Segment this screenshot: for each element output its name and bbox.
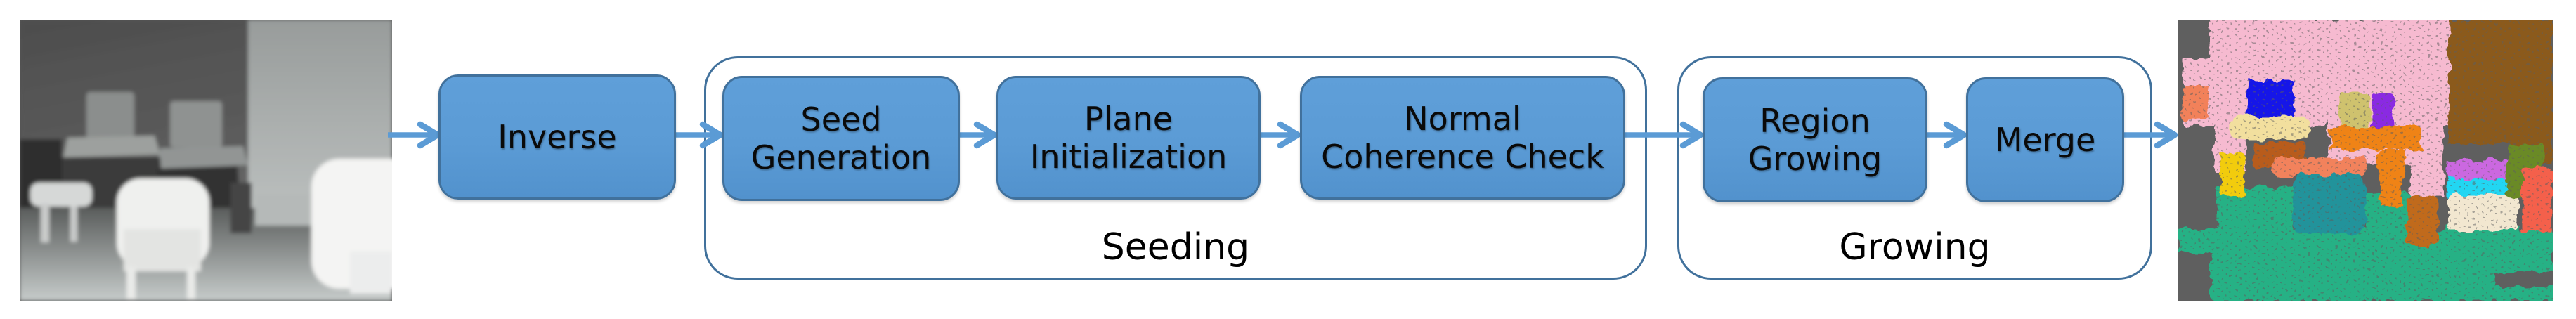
node-plane-initialization-label: Plane Initialization: [1029, 99, 1228, 176]
node-region-growing: Region Growing: [1703, 77, 1927, 202]
arrow-input-to-inverse: [388, 121, 441, 149]
group-label-growing: Growing: [1839, 226, 1991, 268]
node-plane-initialization: Plane Initialization: [996, 76, 1261, 200]
input-depth-image: [20, 20, 392, 301]
node-inverse: Inverse: [438, 74, 676, 200]
arrow-coherence-to-region-growing: [1618, 121, 1704, 149]
node-merge: Merge: [1966, 77, 2124, 202]
group-label-seeding: Seeding: [1101, 226, 1250, 268]
group-seeding: Seeding: [704, 56, 1647, 280]
node-normal-coherence-check: Normal Coherence Check: [1300, 76, 1625, 200]
output-segmentation-image: [2178, 20, 2553, 301]
node-merge-label: Merge: [1994, 120, 2096, 159]
depth-chair-back-2: [170, 101, 222, 148]
arrow-inverse-to-seed-generation: [669, 121, 724, 149]
arrow-merge-to-output: [2117, 121, 2178, 149]
node-region-growing-label: Region Growing: [1748, 101, 1882, 178]
node-seed-generation-label: Seed Generation: [750, 100, 932, 176]
arrow-plane-to-coherence: [1254, 121, 1301, 149]
depth-chair-back-1: [86, 92, 134, 141]
group-growing: Growing: [1677, 56, 2152, 280]
node-inverse-label: Inverse: [497, 117, 617, 156]
node-seed-generation: Seed Generation: [722, 76, 960, 201]
seg-speckle-noise: [2178, 20, 2553, 301]
depth-stool: [30, 183, 92, 207]
arrow-region-growing-to-merge: [1920, 121, 1967, 149]
node-normal-coherence-check-label: Normal Coherence Check: [1321, 99, 1604, 176]
